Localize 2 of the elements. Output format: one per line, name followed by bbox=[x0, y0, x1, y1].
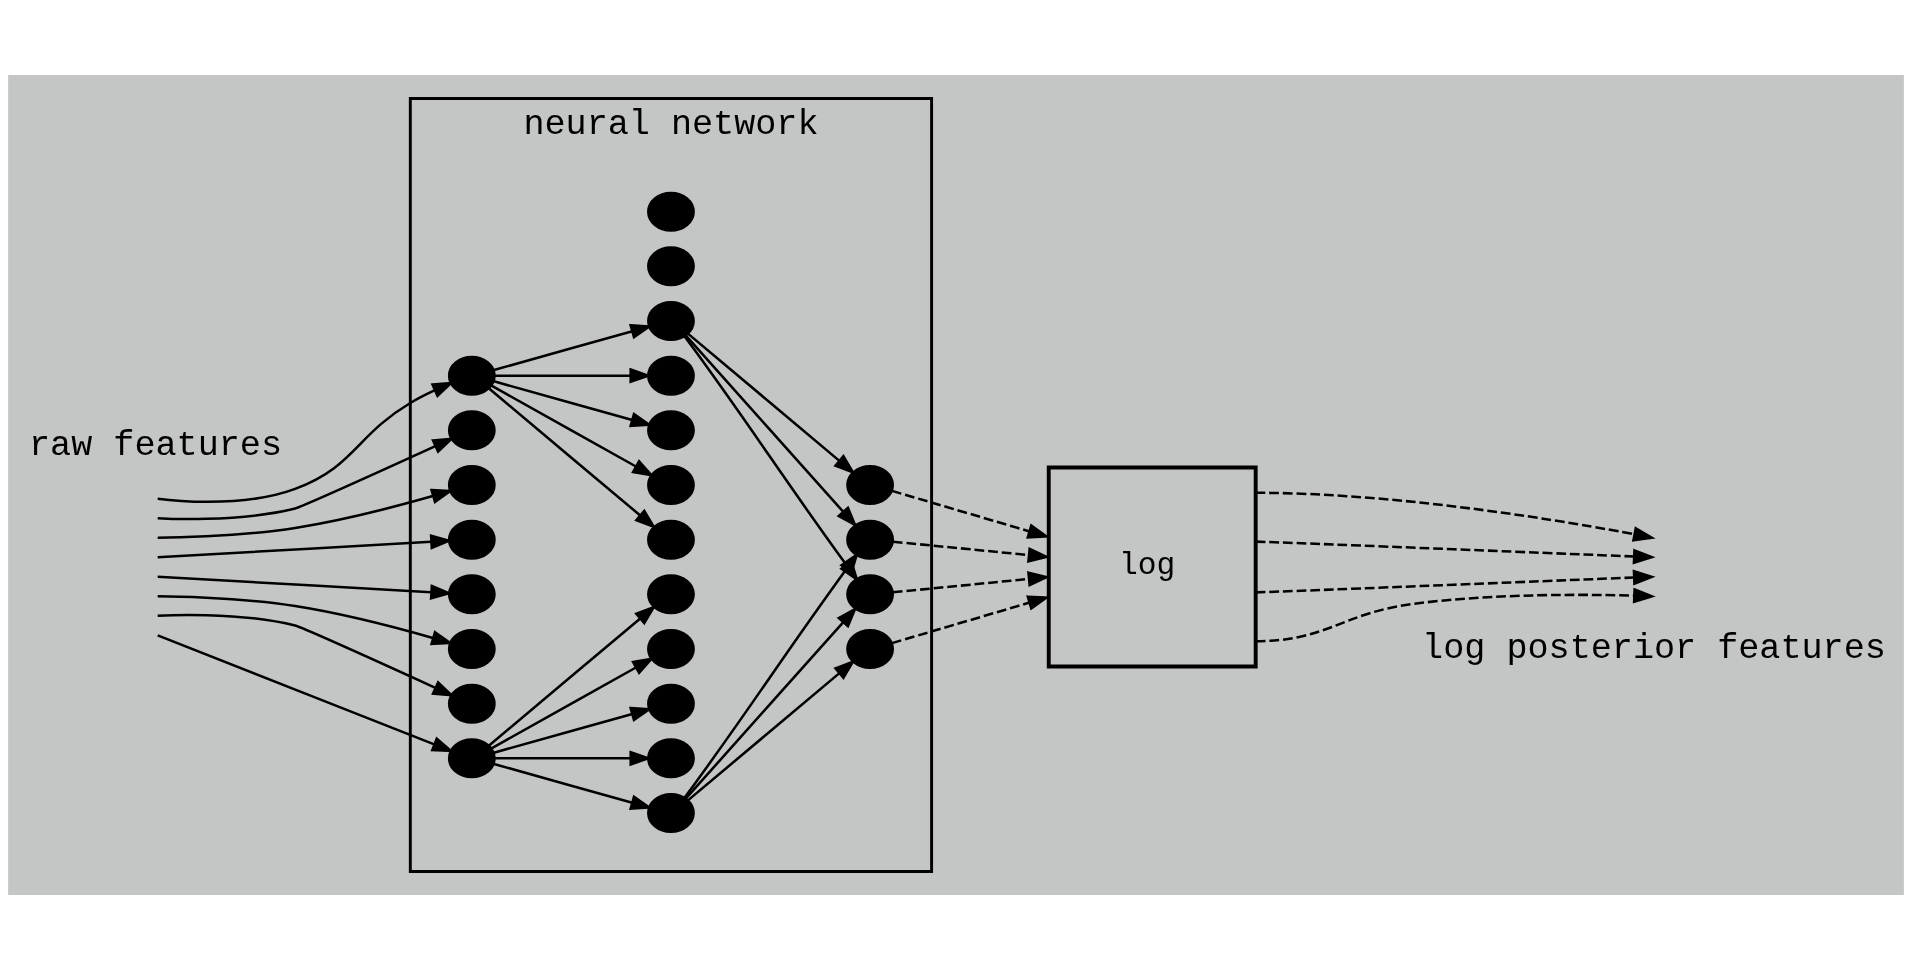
label: log posterior features bbox=[1422, 628, 1886, 669]
label: raw features bbox=[29, 425, 282, 466]
